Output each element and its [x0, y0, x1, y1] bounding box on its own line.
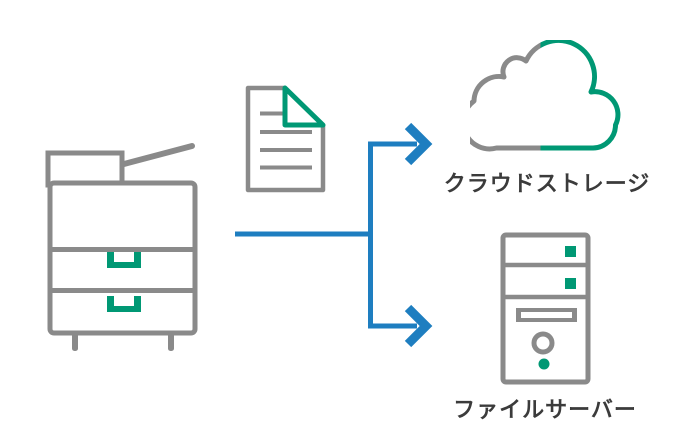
- arrowhead-to-cloud: [404, 122, 433, 166]
- copier-feeder-arm: [121, 143, 195, 167]
- copier-drawer-handle: [107, 296, 141, 312]
- arrow-branch-lines: [368, 141, 417, 329]
- copier-drawer-handle: [107, 252, 141, 268]
- copier-leg: [168, 333, 174, 351]
- server-disc-slot: [516, 308, 577, 322]
- copier-top-tray: [45, 150, 125, 188]
- cloud-outline: [470, 40, 621, 152]
- scanned-document-icon: [245, 85, 326, 193]
- copier-icon: [45, 143, 198, 351]
- server-led: [538, 358, 550, 370]
- branch-arrow-icon: [235, 122, 433, 348]
- server-drive-indicator: [565, 278, 576, 289]
- copier-leg: [72, 333, 78, 351]
- cloud-storage-label: クラウドストレージ: [443, 172, 651, 197]
- server-power-button: [531, 331, 555, 355]
- file-server-icon: [500, 232, 591, 385]
- document-folded-corner: [282, 85, 326, 128]
- arrowhead-to-server: [404, 304, 433, 348]
- file-server-label: ファイルサーバー: [453, 398, 637, 423]
- cloud-icon: [470, 40, 621, 152]
- server-drive-indicator: [565, 246, 576, 257]
